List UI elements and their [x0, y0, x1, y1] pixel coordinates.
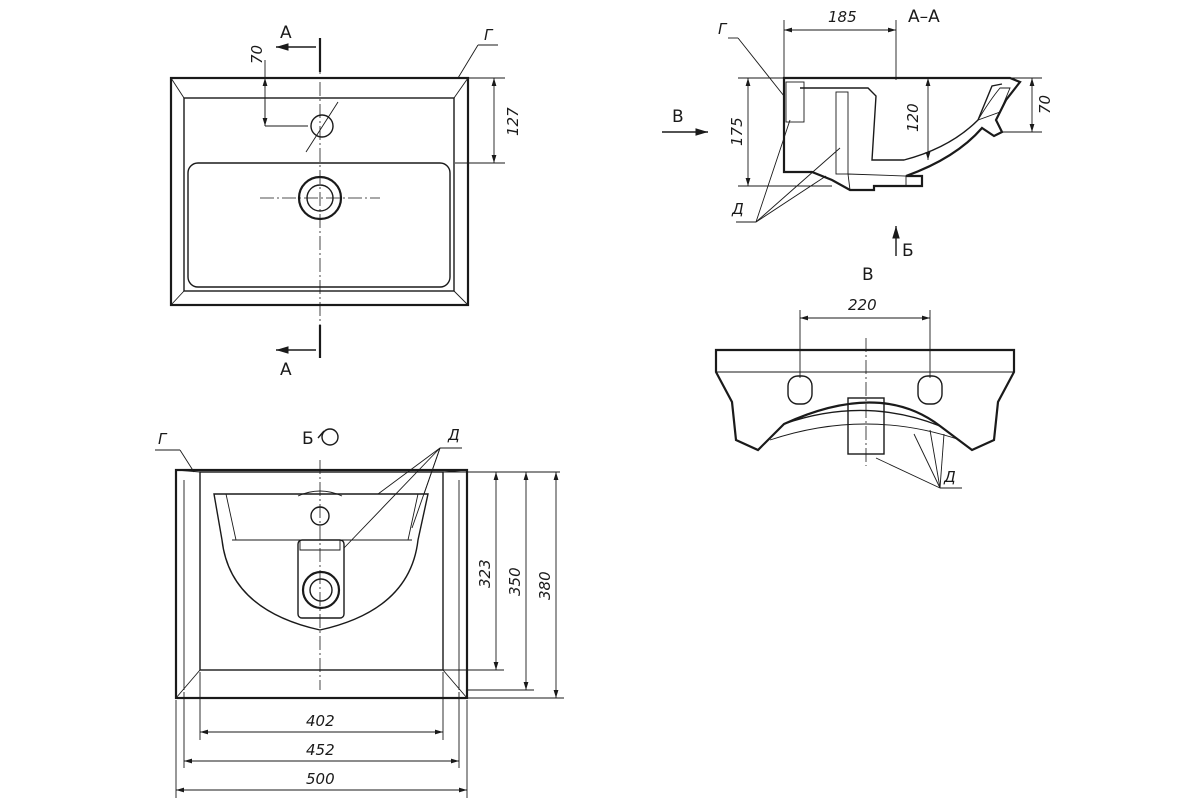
dim-402: 402 [306, 712, 335, 730]
dim-452: 452 [306, 741, 335, 759]
dim-323: 323 [476, 559, 494, 588]
dim-380: 380 [536, 571, 554, 600]
leader-d-bottom: Д [447, 426, 460, 444]
view-v: В 220 Д [714, 265, 1016, 489]
section-title: А–А [908, 7, 940, 27]
leader-d-section: Д [731, 200, 744, 218]
leader-g-section: Г [718, 20, 728, 38]
section-body [782, 76, 1022, 192]
dim-350: 350 [506, 567, 524, 596]
bowl-outline [187, 162, 451, 288]
dim-section-width: 185 [828, 8, 857, 26]
dim-500: 500 [306, 770, 335, 788]
fixing-lug-right [917, 375, 943, 405]
section-aa: А–А 185 175 120 70 Г [662, 7, 1054, 261]
section-mark-bottom: А [280, 360, 292, 380]
section-mark-top: А [280, 23, 292, 43]
dim-section-rim: 70 [1036, 95, 1054, 114]
bottom-inner [199, 471, 444, 671]
bottom-bowl [213, 493, 429, 631]
top-view: А А 70 127 Г [169, 23, 522, 380]
dim-bowl-edge: 127 [504, 107, 522, 136]
dim-view-v-width: 220 [848, 296, 877, 314]
view-arrow-b: Б [902, 241, 914, 261]
dim-section-depth: 120 [904, 103, 922, 132]
tap-hole [310, 114, 334, 138]
leader-g-bottom: Г [158, 430, 168, 448]
bottom-view: Б Г Д [155, 426, 564, 798]
dim-tap-offset: 70 [248, 45, 266, 64]
fixing-lug-left [787, 375, 813, 405]
bottom-drain-inner [309, 578, 333, 602]
bottom-view-title: Б [302, 429, 314, 449]
bottom-drain-outer [301, 570, 341, 610]
leader-g-top: Г [484, 26, 494, 44]
view-v-title: В [862, 265, 874, 285]
leader-d-view-v: Д [943, 468, 956, 486]
view-arrow-v: В [672, 107, 684, 127]
view-v-body [714, 348, 1016, 452]
top-outline [169, 76, 470, 307]
bottom-outline [174, 468, 469, 700]
rotation-symbol [321, 428, 339, 446]
top-inner-rim [183, 97, 455, 292]
dim-section-height: 175 [728, 117, 746, 146]
